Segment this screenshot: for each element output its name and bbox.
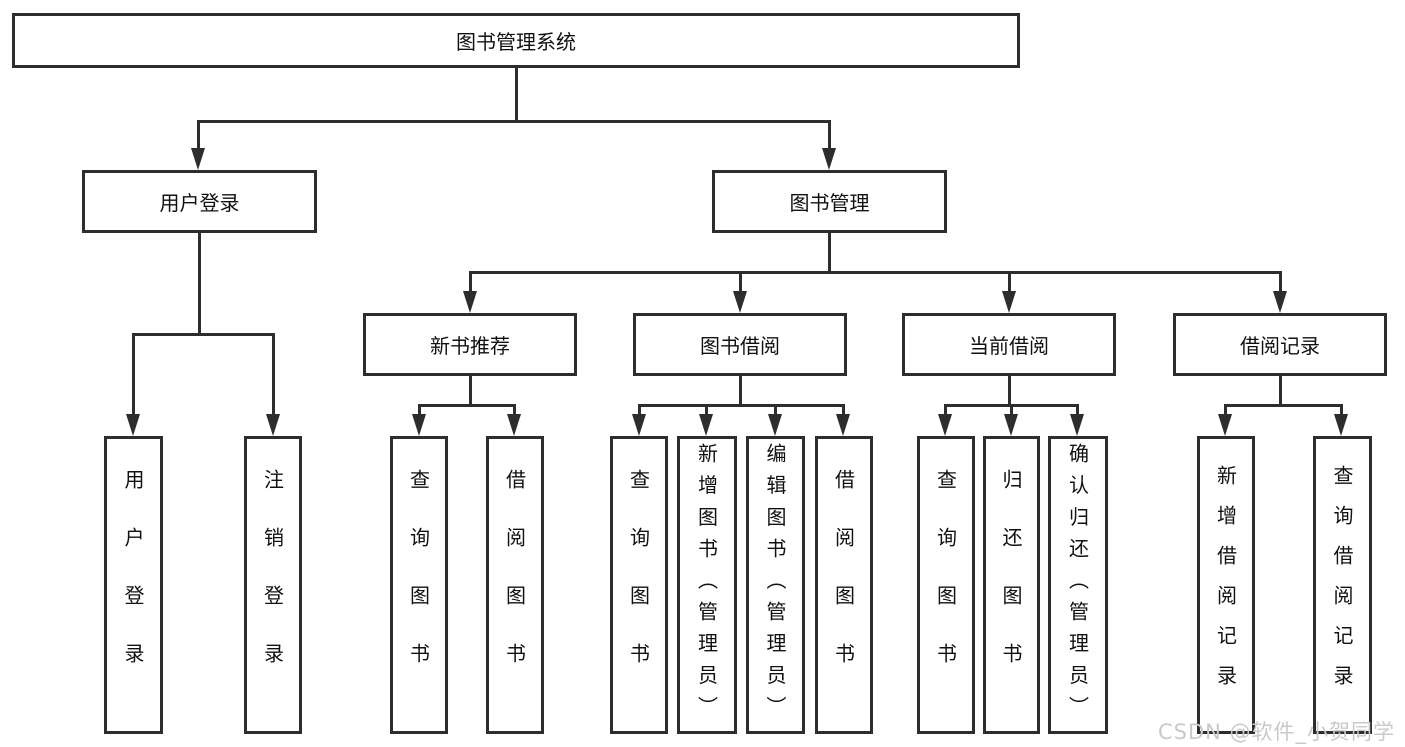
connector-line <box>739 376 742 407</box>
connector-line <box>1340 404 1343 416</box>
leaf-nbr-borrow-books: 借阅图书 <box>486 436 544 734</box>
connector-line <box>1008 376 1011 407</box>
arrow-down-icon <box>822 148 836 170</box>
node-root-label: 图书管理系统 <box>456 30 576 54</box>
arrow-down-icon <box>266 414 280 436</box>
connector-line <box>272 333 275 416</box>
connector-line <box>418 404 516 407</box>
node-user-login-label: 用户登录 <box>159 191 240 215</box>
connector-line <box>1224 404 1343 407</box>
leaf-cb-query-books: 查询图书 <box>917 436 975 734</box>
connector-line <box>705 404 708 416</box>
connector-line <box>944 404 947 416</box>
node-user-login: 用户登录 <box>82 170 317 233</box>
leaf-logout-label: 注销登录 <box>260 469 285 701</box>
arrow-down-icon <box>1070 414 1084 436</box>
connector-line <box>513 404 516 416</box>
arrow-down-icon <box>1002 291 1016 313</box>
arrow-down-icon <box>938 414 952 436</box>
arrow-down-icon <box>126 414 140 436</box>
leaf-bb-borrow-books: 借阅图书 <box>815 436 873 734</box>
node-borrowing-records: 借阅记录 <box>1173 313 1387 376</box>
arrow-down-icon <box>836 414 850 436</box>
node-book-borrowing-label: 图书借阅 <box>700 334 780 358</box>
arrow-down-icon <box>412 414 426 436</box>
leaf-cb-return-books-label: 归还图书 <box>999 469 1023 701</box>
leaf-bb-add-books-admin: 新增图书（管理员） <box>677 436 737 734</box>
arrow-down-icon <box>768 414 782 436</box>
connector-line <box>1279 271 1282 293</box>
arrow-down-icon <box>463 291 477 313</box>
connector-line <box>842 404 845 416</box>
connector-line <box>197 120 200 150</box>
node-book-borrowing: 图书借阅 <box>633 313 847 376</box>
connector-line <box>469 271 1282 274</box>
arrow-down-icon <box>1004 414 1018 436</box>
leaf-nbr-query-books-label: 查询图书 <box>406 469 431 701</box>
connector-line <box>638 404 641 416</box>
node-current-borrowing: 当前借阅 <box>902 313 1116 376</box>
leaf-user-login: 用户登录 <box>104 436 163 734</box>
connector-line <box>1008 271 1011 293</box>
connector-line <box>1224 404 1227 416</box>
leaf-bb-query-books-label: 查询图书 <box>626 469 651 701</box>
connector-line <box>774 404 777 416</box>
leaf-nbr-borrow-books-label: 借阅图书 <box>502 469 527 701</box>
arrow-down-icon <box>733 291 747 313</box>
connector-line <box>469 376 472 407</box>
leaf-br-query-borrow-record: 查询借阅记录 <box>1313 436 1372 734</box>
node-borrowing-records-label: 借阅记录 <box>1240 334 1320 358</box>
connector-line <box>418 404 421 416</box>
connector-line <box>198 233 201 336</box>
leaf-user-login-label: 用户登录 <box>121 469 145 701</box>
leaf-bb-query-books: 查询图书 <box>610 436 668 734</box>
connector-line <box>739 271 742 293</box>
arrow-down-icon <box>191 148 205 170</box>
leaf-br-add-borrow-record-label: 新增借阅记录 <box>1213 465 1238 705</box>
leaf-bb-borrow-books-label: 借阅图书 <box>831 469 856 701</box>
connector-line <box>1279 376 1282 407</box>
connector-line <box>1076 404 1079 416</box>
node-root: 图书管理系统 <box>12 13 1020 68</box>
watermark: CSDN @软件_小贺同学 <box>1158 720 1396 744</box>
connector-line <box>828 233 831 273</box>
leaf-bb-edit-books-admin-label: 编辑图书（管理员） <box>763 442 787 728</box>
leaf-cb-confirm-return-admin: 确认归还（管理员） <box>1048 436 1108 734</box>
node-book-management-label: 图书管理 <box>789 191 870 215</box>
connector-line <box>132 333 275 336</box>
leaf-bb-edit-books-admin: 编辑图书（管理员） <box>746 436 805 734</box>
leaf-logout: 注销登录 <box>244 436 302 734</box>
connector-line <box>638 404 845 407</box>
leaf-cb-confirm-return-admin-label: 确认归还（管理员） <box>1065 442 1090 728</box>
leaf-br-add-borrow-record: 新增借阅记录 <box>1197 436 1255 734</box>
arrow-down-icon <box>1334 414 1348 436</box>
arrow-down-icon <box>1218 414 1232 436</box>
connector-line <box>197 120 831 123</box>
node-new-book-recommend: 新书推荐 <box>363 313 577 376</box>
arrow-down-icon <box>1273 291 1287 313</box>
node-current-borrowing-label: 当前借阅 <box>969 334 1049 358</box>
connector-line <box>469 271 472 293</box>
leaf-bb-add-books-admin-label: 新增图书（管理员） <box>694 442 719 728</box>
leaf-cb-return-books: 归还图书 <box>983 436 1040 734</box>
arrow-down-icon <box>507 414 521 436</box>
node-new-book-recommend-label: 新书推荐 <box>430 334 510 358</box>
connector-line <box>515 68 518 122</box>
node-book-management: 图书管理 <box>712 170 947 233</box>
arrow-down-icon <box>632 414 646 436</box>
leaf-br-query-borrow-record-label: 查询借阅记录 <box>1330 465 1354 705</box>
leaf-nbr-query-books: 查询图书 <box>390 436 448 734</box>
leaf-cb-query-books-label: 查询图书 <box>933 469 958 701</box>
connector-line <box>1010 404 1013 416</box>
arrow-down-icon <box>699 414 713 436</box>
connector-line <box>132 333 135 416</box>
connector-line <box>828 120 831 150</box>
